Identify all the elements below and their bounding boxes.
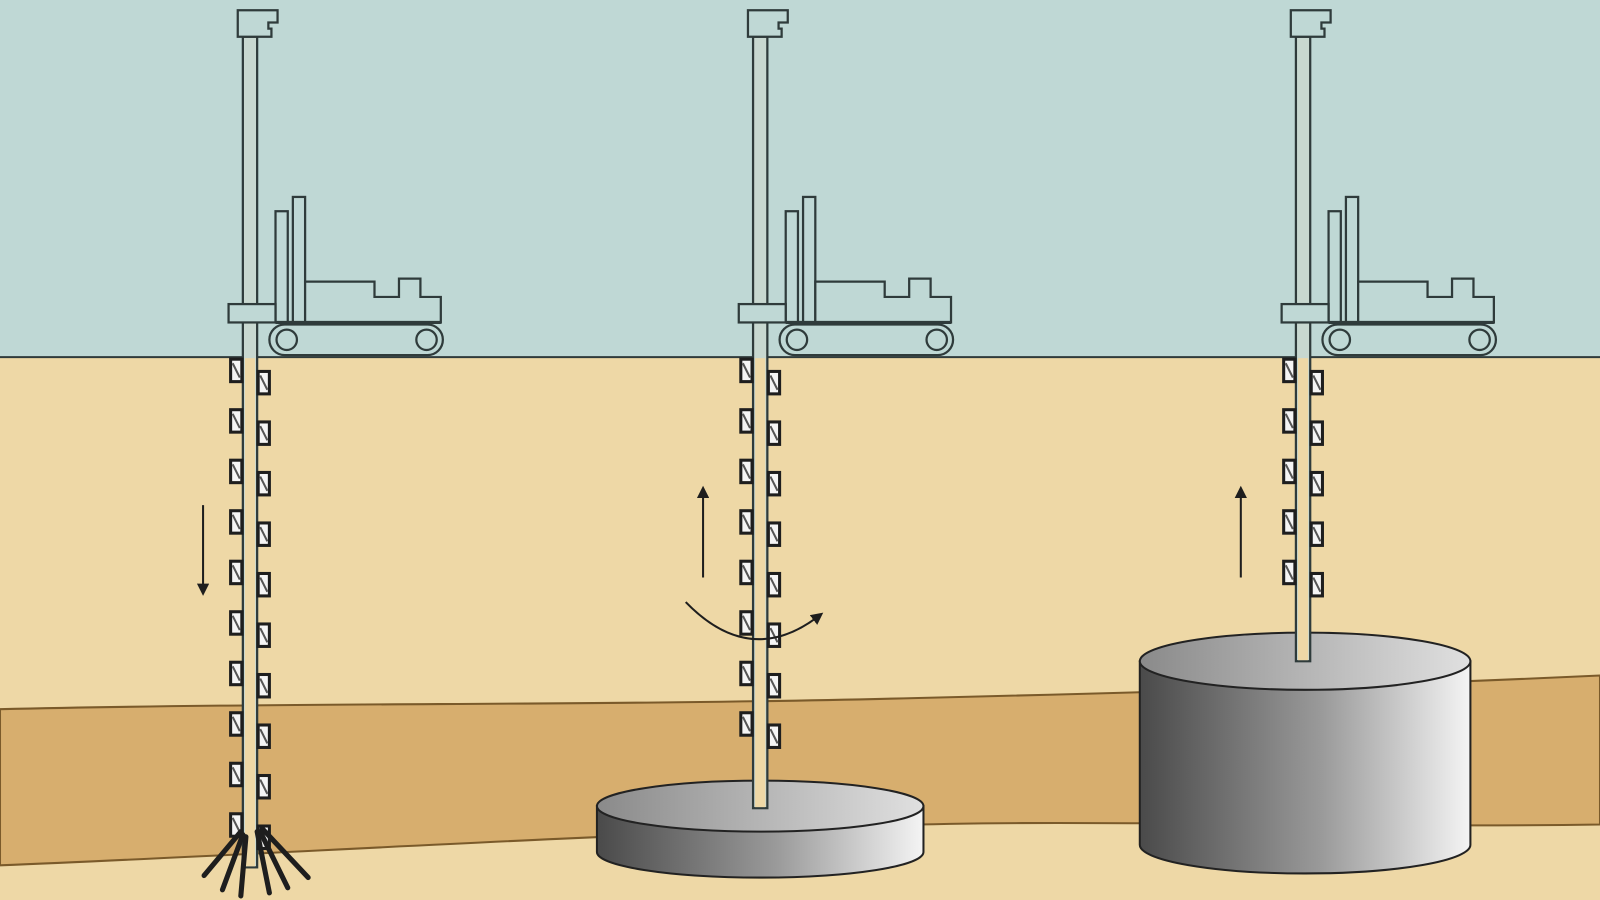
auger-flight-mark	[1312, 476, 1322, 492]
auger-shaft-fill	[244, 358, 256, 867]
crawler-track	[1321, 323, 1498, 357]
crawler-track	[268, 323, 444, 357]
drilling-rig	[737, 9, 955, 810]
track-wheel	[1328, 328, 1352, 352]
auger-flight-mark	[1284, 514, 1294, 530]
mast-head	[746, 9, 789, 38]
auger-flight-mark	[741, 665, 751, 682]
auger-flight-mark	[231, 716, 241, 732]
auger-flight-mark	[741, 514, 751, 530]
auger-flight-mark	[769, 375, 779, 391]
mast-crossbar	[227, 302, 277, 324]
auger-flight-mark	[1284, 463, 1294, 480]
auger-flight-mark	[231, 564, 241, 581]
auger-flight-mark	[259, 678, 269, 694]
auger-flight-mark	[1312, 577, 1322, 593]
auger-flight-mark	[1312, 526, 1322, 542]
auger-flight-mark	[1284, 362, 1294, 379]
auger-flight-mark	[259, 728, 269, 744]
auger-flight-mark	[741, 362, 751, 379]
auger-flight-mark	[769, 577, 779, 593]
auger-flight-mark	[259, 526, 269, 542]
auger-flight-mark	[231, 665, 241, 682]
auger-flight-mark	[769, 526, 779, 542]
track-wheel	[925, 328, 949, 352]
upright-tall	[291, 195, 307, 324]
mixing-spray	[201, 826, 311, 899]
mast-crossbar	[737, 302, 787, 324]
track-wheel	[1468, 328, 1491, 352]
auger-flight-mark	[259, 627, 269, 643]
track-wheel	[415, 328, 438, 352]
auger-flight-mark	[1284, 564, 1294, 581]
auger-flight-mark	[769, 476, 779, 492]
auger-flight-mark	[1312, 375, 1322, 391]
mast-head	[1289, 9, 1332, 38]
auger-flight-mark	[231, 514, 241, 530]
auger-flight-mark	[231, 463, 241, 480]
drilling-rig	[227, 9, 444, 869]
upright-tall	[801, 195, 817, 324]
soil-column-cylinder	[1138, 631, 1472, 875]
auger-flight-mark	[231, 817, 241, 833]
rig-body	[1357, 277, 1495, 324]
auger-flight-mark	[259, 779, 269, 795]
auger-flight-mark	[769, 425, 779, 441]
upright-short	[274, 210, 289, 324]
auger-flight-mark	[741, 615, 751, 631]
upright-tall	[1344, 195, 1360, 324]
crawler-track	[778, 323, 955, 357]
auger-flight-mark	[741, 413, 751, 429]
mast-head	[236, 9, 279, 38]
auger-flight-mark	[741, 463, 751, 480]
auger-flight-mark	[741, 564, 751, 581]
auger-flight-mark	[259, 577, 269, 593]
rotation-arrow-icon	[684, 601, 824, 641]
mast-crossbar	[1280, 302, 1330, 324]
auger-shaft-fill	[1297, 358, 1309, 661]
auger-flight-mark	[231, 766, 241, 783]
auger-flight-mark	[769, 728, 779, 744]
drilling-rig	[1280, 9, 1498, 663]
auger-flight-mark	[259, 476, 269, 492]
auger-flight-mark	[259, 425, 269, 441]
auger-flight-mark	[769, 678, 779, 694]
auger-flight-mark	[769, 627, 779, 643]
auger-flight-mark	[259, 375, 269, 391]
upright-short	[784, 210, 800, 324]
auger-shaft-fill	[755, 358, 766, 808]
auger-flight-mark	[231, 615, 241, 631]
track-wheel	[785, 328, 809, 352]
auger-flight-mark	[1312, 425, 1322, 441]
auger-flight-mark	[231, 413, 241, 429]
auger-flight-mark	[231, 362, 241, 379]
track-wheel	[275, 328, 299, 352]
upright-short	[1327, 210, 1342, 324]
rig-body	[303, 277, 442, 324]
auger-flight-mark	[1284, 413, 1294, 429]
auger-flight-mark	[741, 716, 751, 732]
rig-body	[814, 277, 953, 324]
